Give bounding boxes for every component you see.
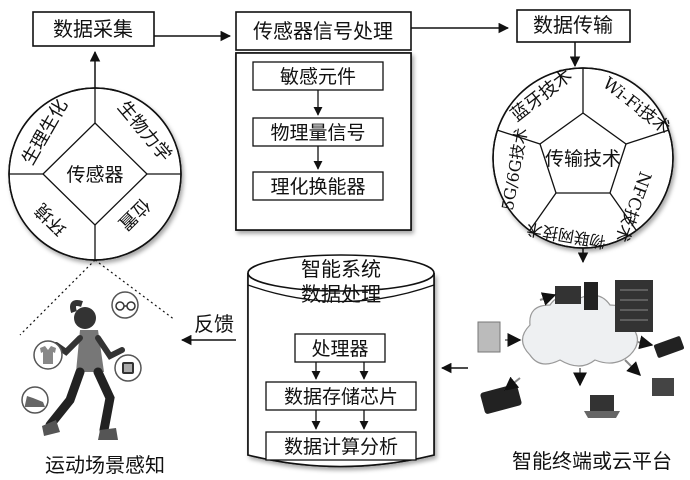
runner-icon xyxy=(42,300,125,440)
system-processing-cylinder: 智能系统 数据处理 处理器 数据存储芯片 数据计算分析 xyxy=(247,254,435,468)
signal-processing-panel: 传感器信号处理 敏感元件 物理量信号 理化换能器 xyxy=(235,11,412,231)
data-collection-box: 数据采集 xyxy=(32,11,155,47)
sensor-wheel-center: 传感器 xyxy=(66,164,123,186)
scene-dotted-line-right xyxy=(94,259,176,321)
data-collection-title: 数据采集 xyxy=(53,17,133,41)
server-icon xyxy=(615,280,653,332)
data-transmission-box: 数据传输 xyxy=(516,9,631,43)
system-step-processor: 处理器 xyxy=(311,338,368,360)
transmission-wheel-center: 传输技术 xyxy=(545,148,621,170)
system-step-storage-chip: 数据存储芯片 xyxy=(284,386,398,408)
feedback-label: 反馈 xyxy=(194,312,234,336)
laptop-icon xyxy=(584,395,620,418)
phone-icon-right xyxy=(654,336,684,358)
sensor-watch-icon xyxy=(114,354,142,382)
runner-scene: 运动场景感知 xyxy=(21,291,165,477)
signal-processing-title: 传感器信号处理 xyxy=(253,19,393,43)
smartphone-icon xyxy=(480,384,522,414)
signal-step-sensitive-element: 敏感元件 xyxy=(280,66,356,88)
sensor-glasses-icon xyxy=(111,291,139,319)
desktop-computer-icon xyxy=(555,282,598,310)
transmission-wheel: 传输技术 蓝牙技术 Wi-Fi技术 NFC技术 物联网技术 5G/6G技术 xyxy=(492,65,674,252)
platform-label: 智能终端或云平台 xyxy=(512,449,672,473)
data-transmission-title: 数据传输 xyxy=(533,13,613,37)
scene-label: 运动场景感知 xyxy=(45,453,165,477)
mobile-icon-right xyxy=(652,378,674,396)
sensor-shirt-icon xyxy=(33,340,63,370)
sensor-shoe-icon xyxy=(21,386,49,414)
signal-step-transducer: 理化换能器 xyxy=(270,176,365,198)
system-step-computation: 数据计算分析 xyxy=(284,436,398,458)
system-processing-title-line1: 智能系统 xyxy=(301,257,381,281)
system-processing-title-line2: 数据处理 xyxy=(301,282,381,306)
signal-step-physical-signal: 物理量信号 xyxy=(270,122,365,144)
tablet-icon xyxy=(477,321,501,353)
cloud-platform: 智能终端或云平台 xyxy=(477,280,684,473)
sensor-wheel: 传感器 生理生化 生物力学 位置 环境 xyxy=(8,87,182,261)
